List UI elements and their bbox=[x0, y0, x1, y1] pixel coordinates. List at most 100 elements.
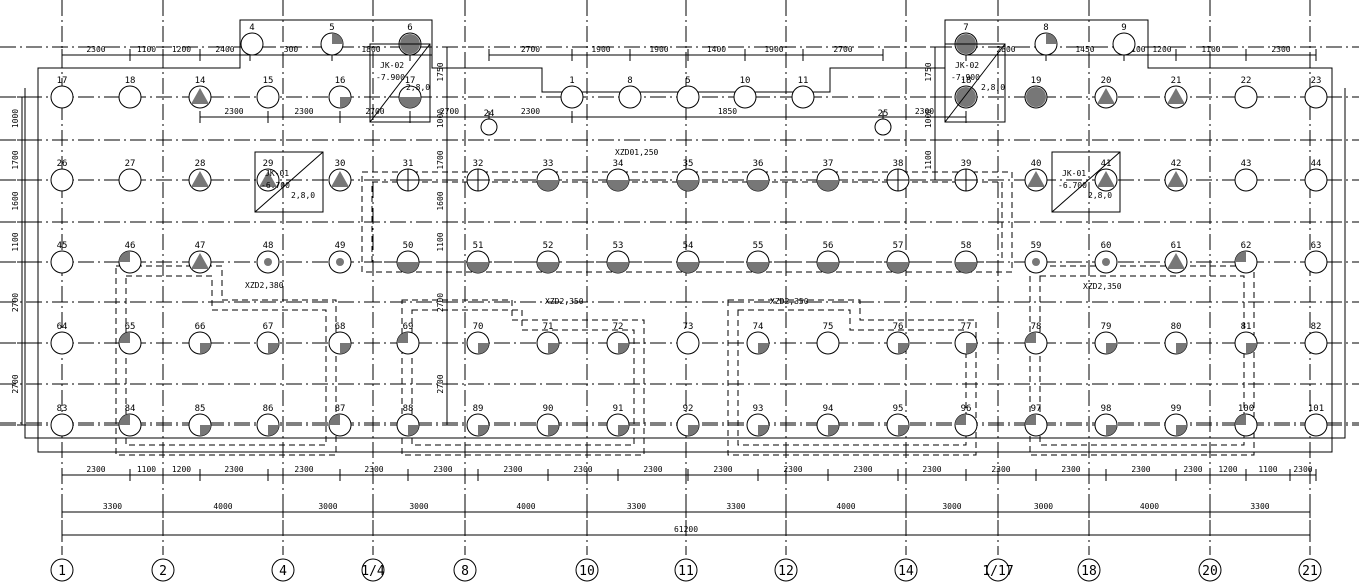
pile-fill bbox=[1026, 87, 1046, 107]
pile-ring bbox=[1304, 250, 1328, 274]
pile-fill bbox=[1102, 258, 1110, 266]
pile-77: 77 bbox=[954, 322, 978, 355]
dim-value: 1100 bbox=[1201, 45, 1220, 54]
pile-64: 64 bbox=[50, 322, 74, 355]
pile-number: 45 bbox=[57, 241, 68, 251]
pile-86: 86 bbox=[256, 404, 280, 437]
axis-bubble bbox=[986, 558, 1010, 582]
pile-15: 15 bbox=[256, 76, 280, 109]
pile-number: 91 bbox=[613, 404, 624, 414]
pile-number: 61 bbox=[1171, 241, 1182, 251]
pile-fill bbox=[119, 332, 130, 343]
pile-24: 24 bbox=[480, 109, 498, 136]
pile-number: 32 bbox=[473, 159, 484, 169]
dim-value: 2300 bbox=[294, 465, 313, 474]
pile-number: 17 bbox=[405, 76, 416, 86]
axis-label: 8 bbox=[461, 564, 469, 579]
pile-7: 7 bbox=[954, 23, 978, 56]
pile-19: 19 bbox=[1024, 76, 1048, 109]
pile-fill bbox=[478, 343, 489, 354]
pile-number: 98 bbox=[1101, 404, 1112, 414]
pile-ring bbox=[240, 32, 264, 56]
dim-value: 1900 bbox=[649, 45, 668, 54]
pile-6: 6 bbox=[398, 23, 422, 56]
pile-60: 60 bbox=[1094, 241, 1118, 274]
pile-number: 46 bbox=[125, 241, 136, 251]
dim-value: 1750 bbox=[436, 62, 445, 81]
pile-32: 32 bbox=[466, 159, 490, 192]
pile-number: 94 bbox=[823, 404, 834, 414]
pile-87: 87 bbox=[328, 404, 352, 437]
pit-name: JK-01 bbox=[1062, 169, 1086, 178]
pile-fill bbox=[1106, 425, 1117, 436]
pile-number: 67 bbox=[263, 322, 274, 332]
pile-85: 85 bbox=[188, 404, 212, 437]
dim-total: 61200 bbox=[61, 525, 1311, 541]
pile-fill bbox=[1167, 253, 1185, 269]
pile-number: 72 bbox=[613, 322, 624, 332]
pit-diagonal bbox=[369, 43, 431, 123]
pile-ring bbox=[50, 331, 74, 355]
pile-fill bbox=[1235, 414, 1246, 425]
pile-17: 17 bbox=[398, 76, 422, 109]
dim-value: 2300 bbox=[503, 465, 522, 474]
pile-number: 34 bbox=[613, 159, 624, 169]
dim-value: 300 bbox=[284, 45, 299, 54]
pile-44: 44 bbox=[1304, 159, 1328, 192]
dim-value: 1850 bbox=[718, 107, 737, 116]
pit-level: -7.900 bbox=[951, 73, 980, 82]
axis-bubble bbox=[271, 558, 295, 582]
pile-ring bbox=[118, 168, 142, 192]
dim-value: 1100 bbox=[436, 232, 445, 251]
pile-fill bbox=[955, 262, 977, 273]
dim-value: 1100 bbox=[1258, 465, 1277, 474]
pile-fill bbox=[607, 262, 629, 273]
pile-35: 35 bbox=[676, 159, 700, 192]
axis-bubble bbox=[50, 558, 74, 582]
pile-number: 47 bbox=[195, 241, 206, 251]
pile-61: 61 bbox=[1164, 241, 1188, 274]
dim-value: 2700 bbox=[436, 374, 445, 393]
axis-label: 1 bbox=[58, 564, 66, 579]
axis-label: 12 bbox=[778, 564, 794, 579]
pile-75: 75 bbox=[816, 322, 840, 355]
pile-ring bbox=[1304, 413, 1328, 437]
dim-value: 1750 bbox=[924, 62, 933, 81]
pile-number: 48 bbox=[263, 241, 274, 251]
dim-value: 3300 bbox=[726, 502, 745, 511]
dim-value: 3000 bbox=[318, 502, 337, 511]
pile-number: 92 bbox=[683, 404, 694, 414]
pile-46: 46 bbox=[118, 241, 142, 274]
pile-62: 62 bbox=[1234, 241, 1258, 274]
dim-value: 1100 bbox=[1126, 45, 1145, 54]
pile-fill bbox=[618, 425, 629, 436]
dim-value: 3000 bbox=[942, 502, 961, 511]
pile-68: 68 bbox=[328, 322, 352, 355]
dim-value: 1600 bbox=[436, 191, 445, 210]
axis-bubble bbox=[1077, 558, 1101, 582]
pile-ring bbox=[50, 250, 74, 274]
pile-number: 99 bbox=[1171, 404, 1182, 414]
axis-label: 20 bbox=[1202, 564, 1218, 579]
pile-number: 80 bbox=[1171, 322, 1182, 332]
pile-18: 18 bbox=[118, 76, 142, 109]
pile-ring bbox=[676, 331, 700, 355]
pit-outline bbox=[1051, 151, 1121, 213]
pile-number: 60 bbox=[1101, 241, 1112, 251]
pile-number: 76 bbox=[893, 322, 904, 332]
pile-9: 9 bbox=[1112, 23, 1136, 56]
pile-number: 17 bbox=[57, 76, 68, 86]
pile-number: 55 bbox=[753, 241, 764, 251]
pile-fill bbox=[478, 425, 489, 436]
pile-fill bbox=[329, 414, 340, 425]
pile-23: 23 bbox=[1304, 76, 1328, 109]
pile-number: 40 bbox=[1031, 159, 1042, 169]
pile-42: 42 bbox=[1164, 159, 1188, 192]
pile-74: 74 bbox=[746, 322, 770, 355]
pile-fill bbox=[1167, 88, 1185, 104]
pile-number: 18 bbox=[961, 76, 972, 86]
